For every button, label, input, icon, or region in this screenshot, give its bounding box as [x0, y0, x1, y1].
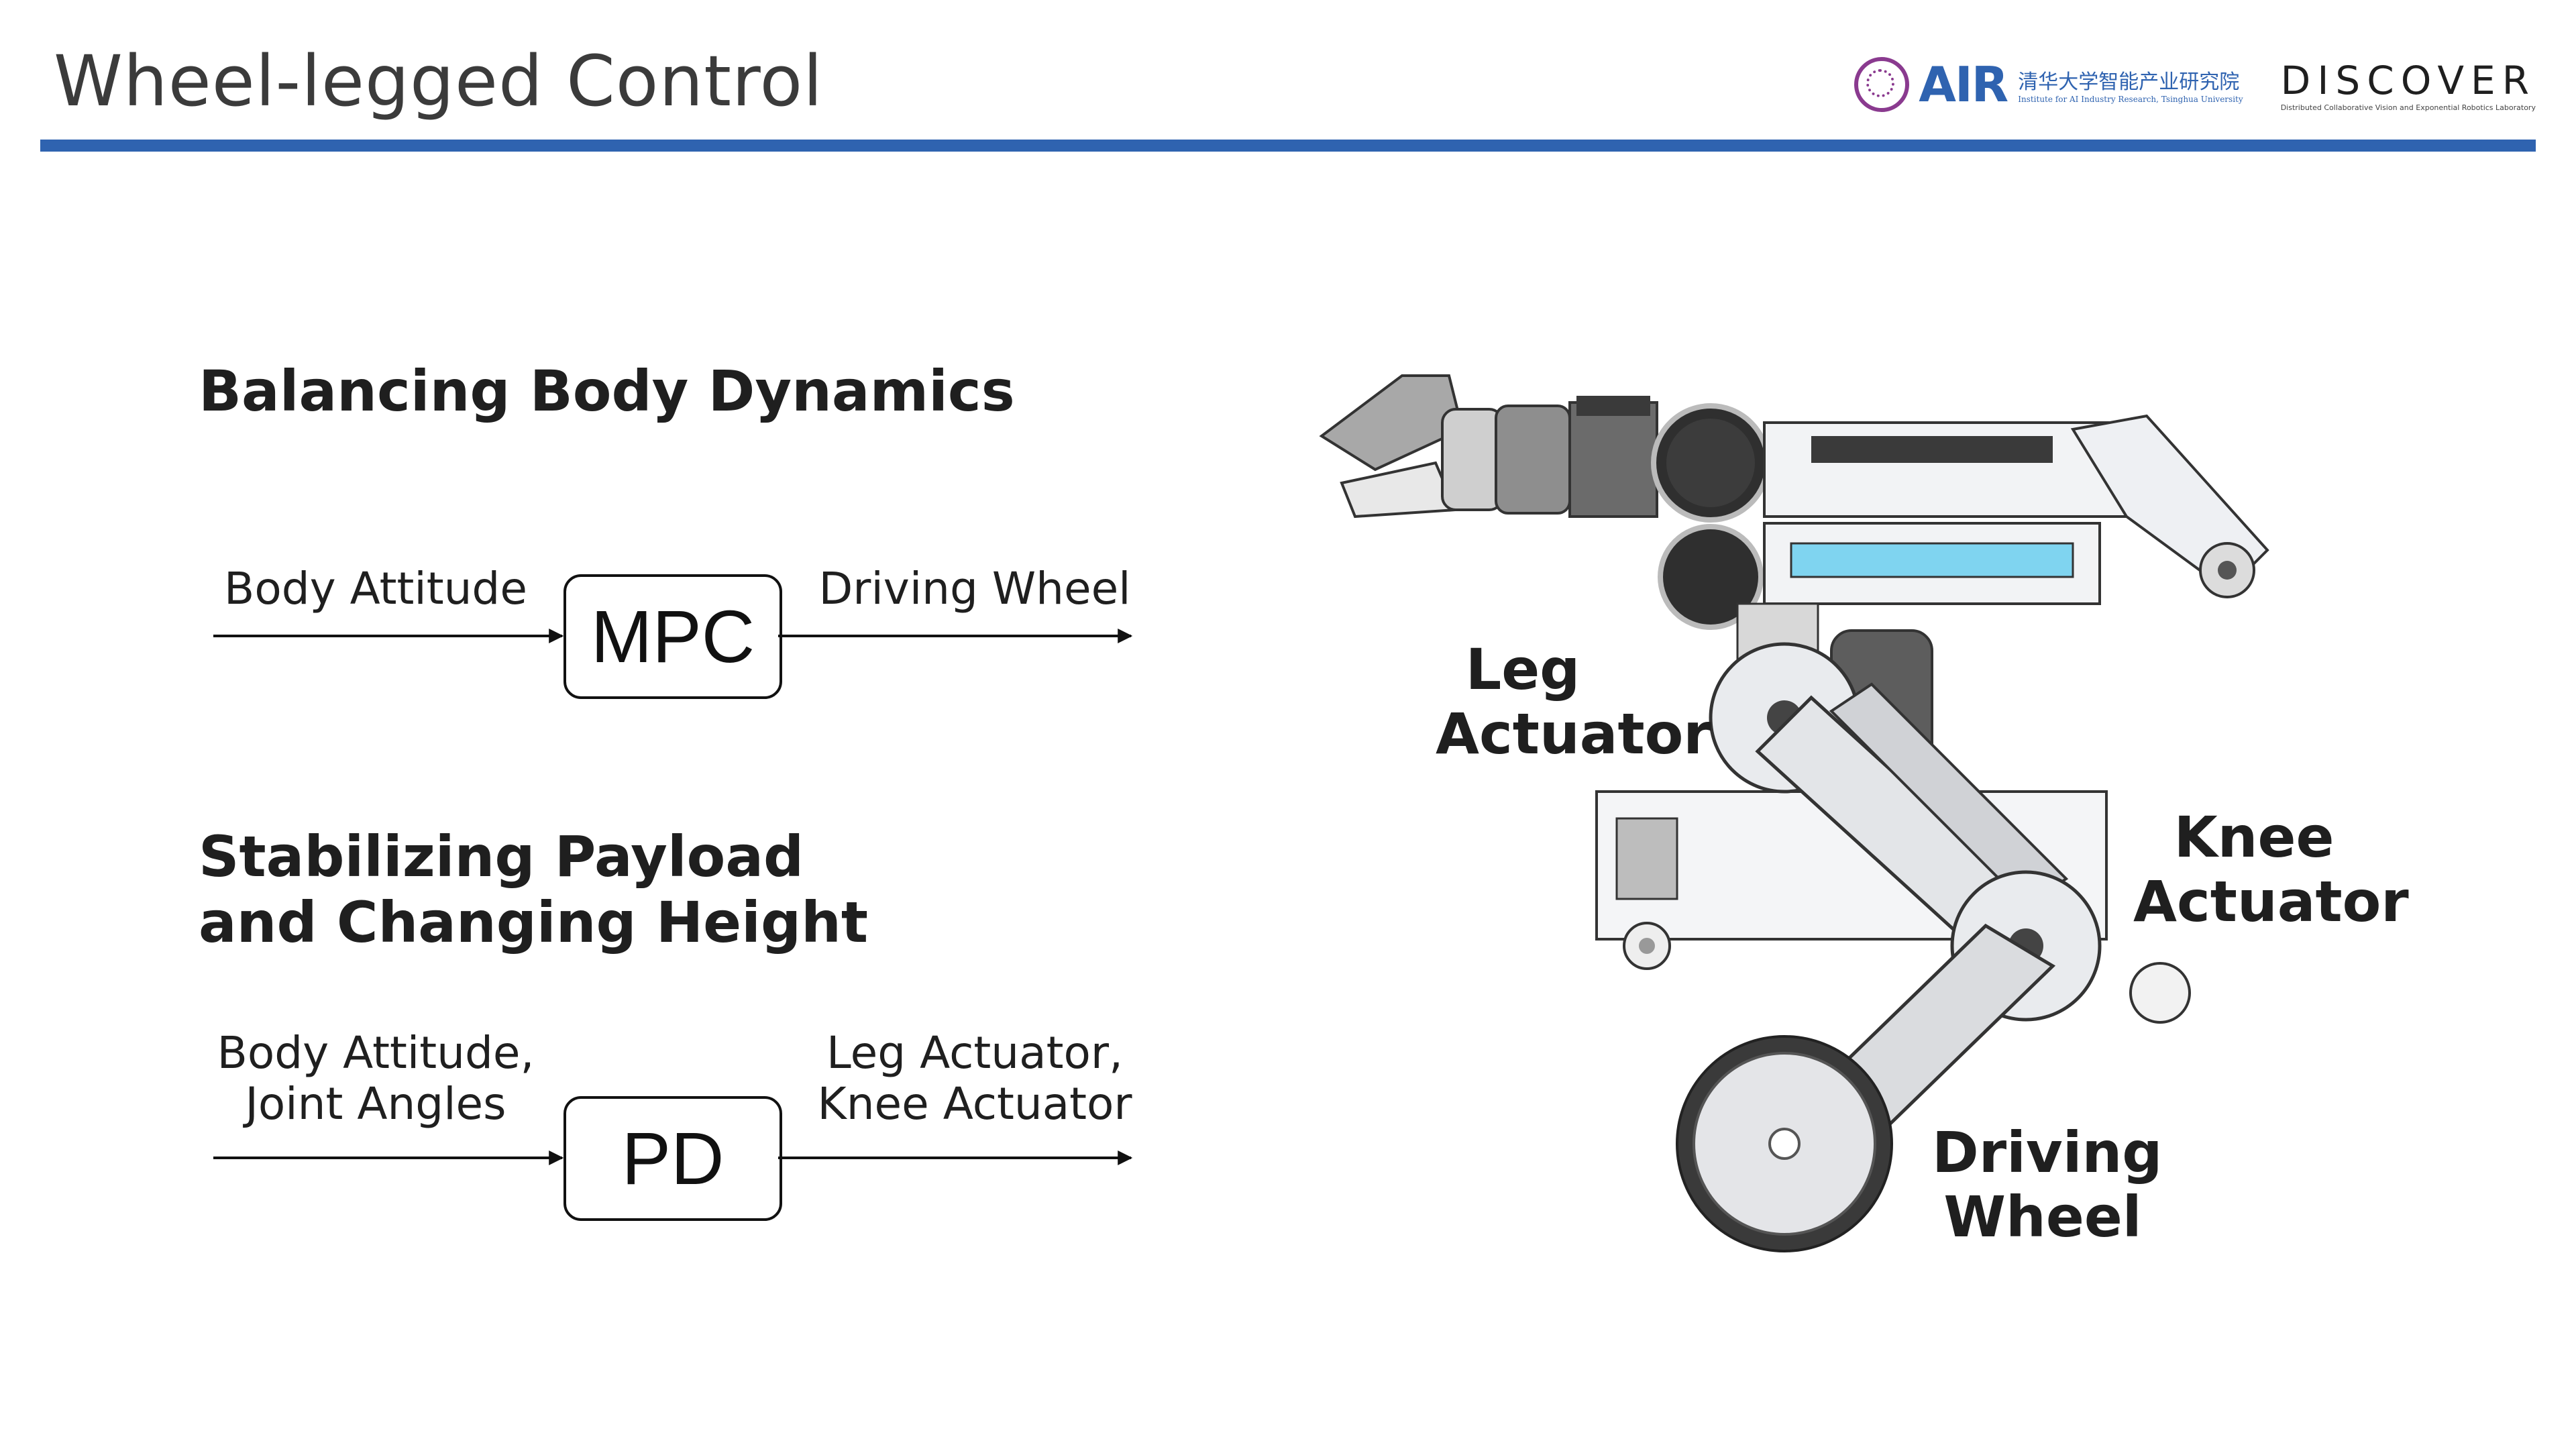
- air-logo-en: Institute for AI Industry Research, Tsin…: [2018, 95, 2243, 104]
- knee-actuator-line2: Actuator: [2133, 869, 2409, 934]
- gripper: [1319, 374, 1504, 519]
- air-logo-cn: 清华大学智能产业研究院: [2018, 70, 2240, 94]
- mpc-input-label: Body Attitude: [224, 563, 527, 614]
- section2-heading-line2: and Changing Height: [199, 890, 869, 955]
- pd-controller-box: PD: [564, 1096, 782, 1221]
- pd-input-line1: Body Attitude,: [217, 1027, 535, 1079]
- leg-actuator-line2: Actuator: [1436, 701, 1711, 767]
- logo-group: AIR 清华大学智能产业研究院 Institute for AI Industr…: [1854, 56, 2536, 113]
- tsinghua-seal-icon: [1854, 57, 1910, 112]
- air-logo-text: 清华大学智能产业研究院 Institute for AI Industry Re…: [2018, 65, 2243, 104]
- pd-input-label: Body Attitude, Joint Angles: [201, 1028, 550, 1130]
- leg-actuator-line1: Leg: [1465, 637, 1580, 702]
- mpc-controller-box: MPC: [564, 574, 782, 699]
- leg-actuator-callout: Leg Actuator: [1436, 637, 1711, 767]
- section1-heading: Balancing Body Dynamics: [199, 358, 1015, 424]
- pd-output-line1: Leg Actuator,: [826, 1027, 1123, 1079]
- air-logo: AIR: [1919, 56, 2008, 113]
- driving-wheel-line2: Wheel: [1943, 1184, 2142, 1250]
- pd-output-line2: Knee Actuator: [817, 1078, 1132, 1130]
- discover-logo-text: DISCOVER: [2280, 57, 2536, 103]
- section2-heading: Stabilizing Payload and Changing Height: [199, 824, 868, 955]
- page-title: Wheel-legged Control: [54, 40, 824, 122]
- section2-heading-line1: Stabilizing Payload: [199, 824, 804, 890]
- title-underline: [40, 140, 2536, 152]
- wheel-legged-robot-illustration: [1319, 374, 2269, 1252]
- pd-input-line2: Joint Angles: [245, 1078, 506, 1130]
- driving-wheel-line1: Driving: [1932, 1120, 2163, 1185]
- driving-wheel-callout: Driving Wheel: [1932, 1120, 2163, 1250]
- knee-actuator-callout: Knee Actuator: [2133, 804, 2409, 934]
- discover-logo-sub: Distributed Collaborative Vision and Exp…: [2280, 103, 2536, 112]
- mpc-output-label: Driving Wheel: [818, 563, 1131, 614]
- discover-logo: DISCOVER Distributed Collaborative Visio…: [2281, 58, 2536, 112]
- pd-output-label: Leg Actuator, Knee Actuator: [810, 1028, 1139, 1130]
- knee-actuator-line1: Knee: [2174, 804, 2334, 870]
